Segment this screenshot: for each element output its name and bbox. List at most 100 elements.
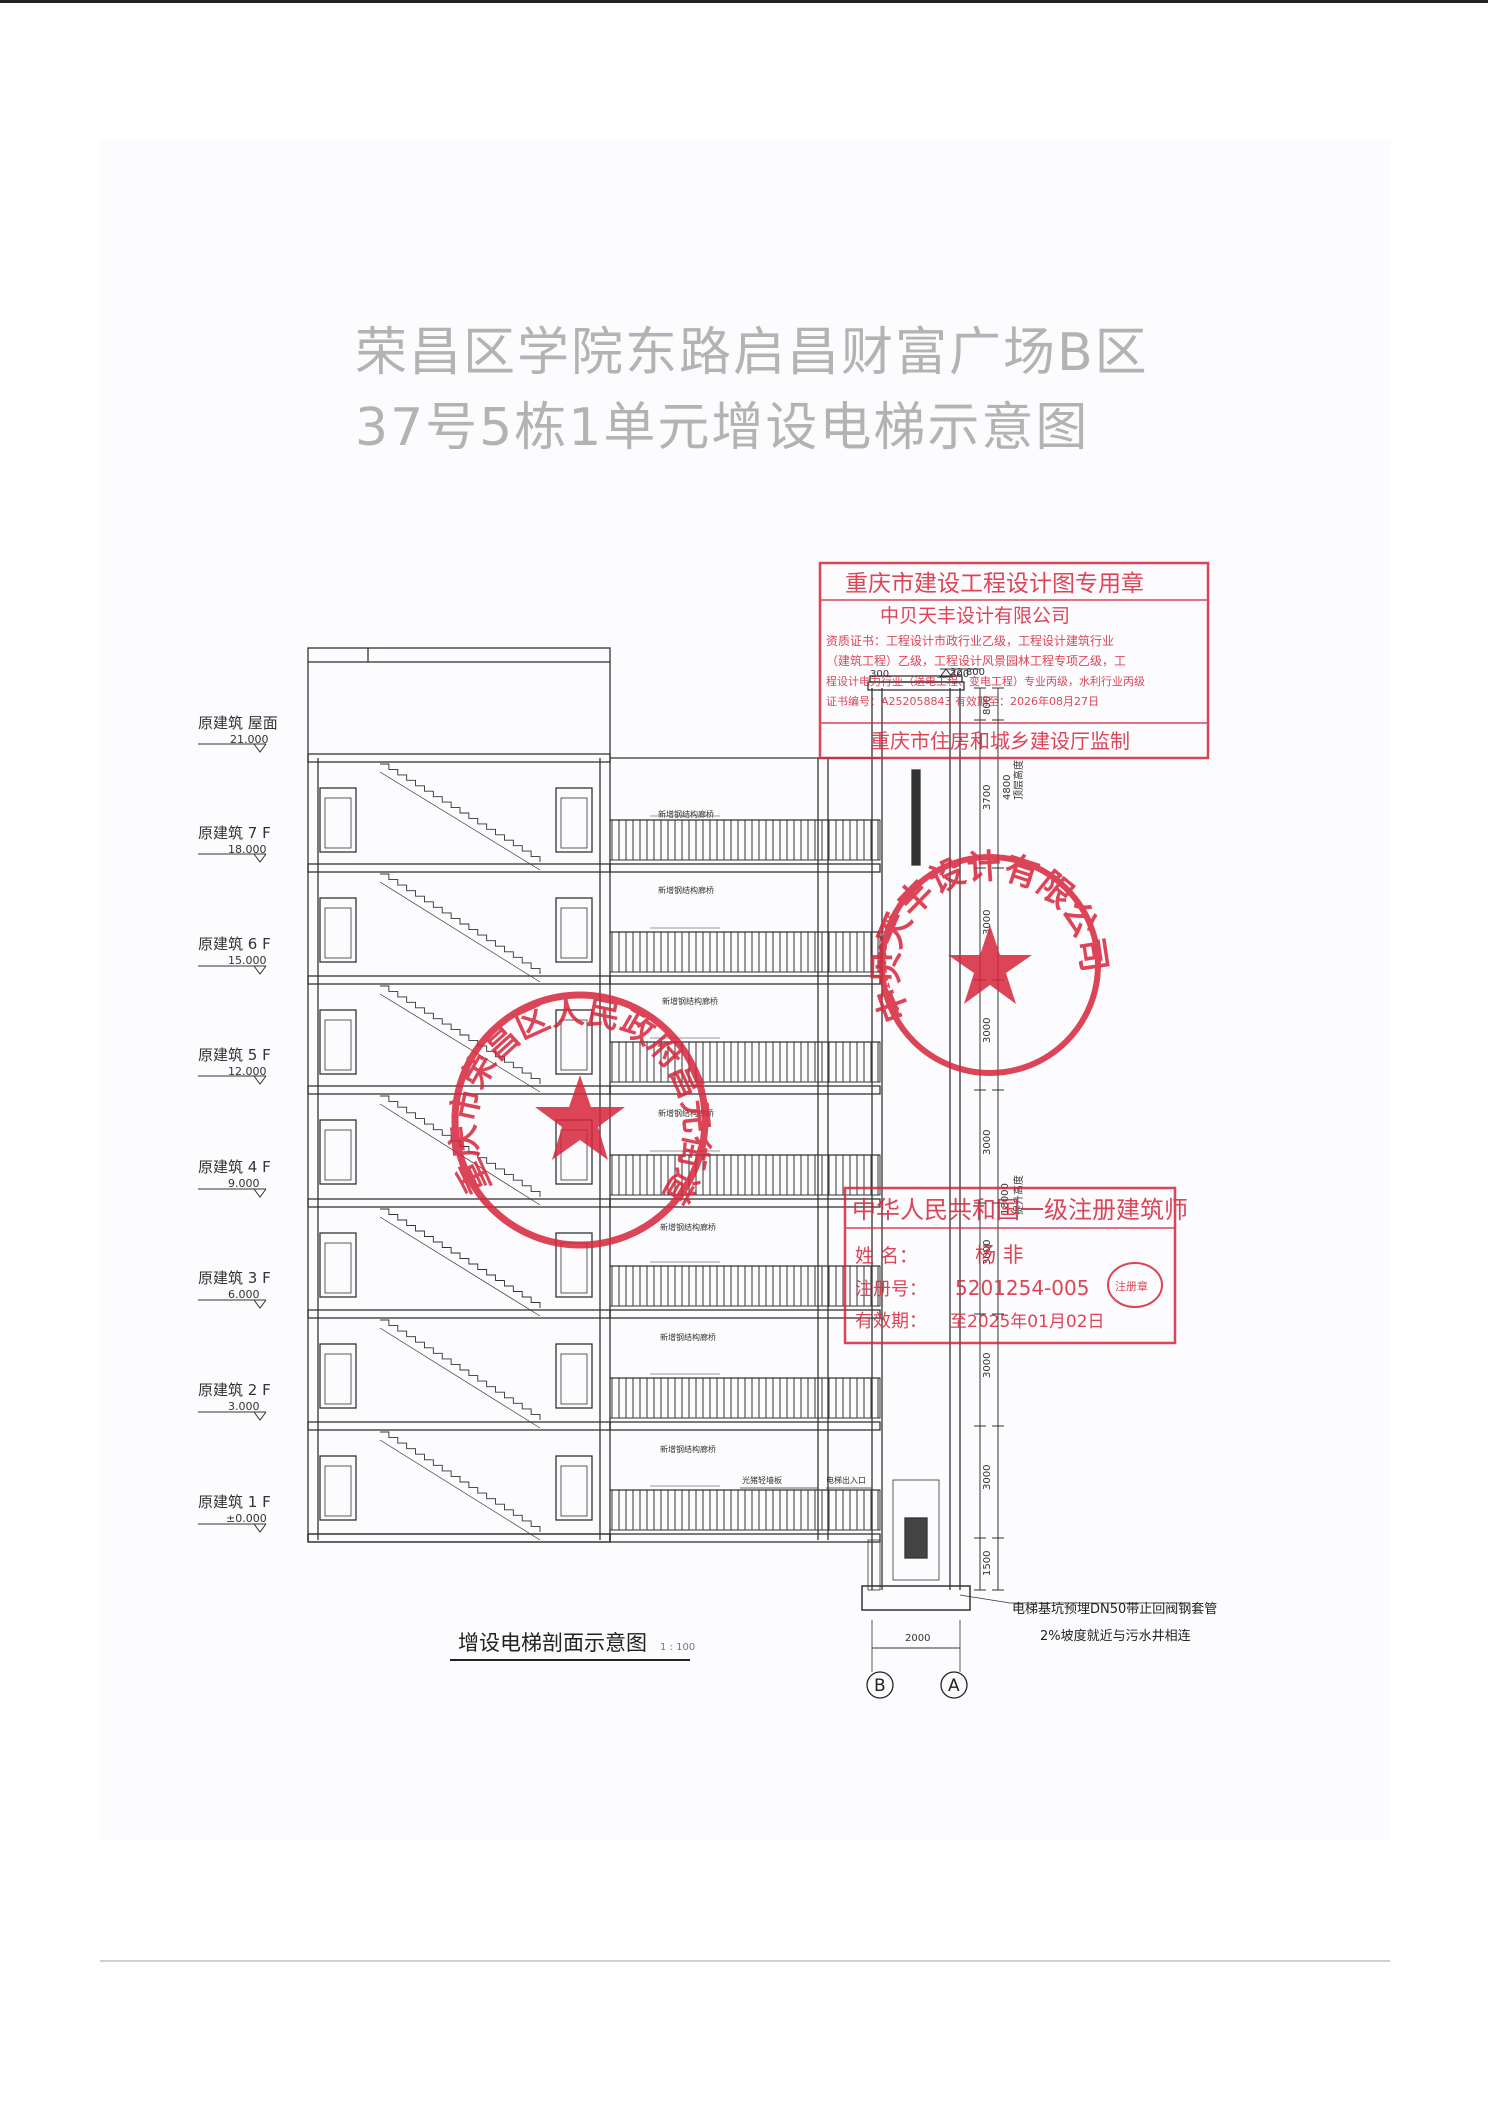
elevator-car bbox=[892, 1479, 940, 1581]
floor-label-6f: 原建筑 6 F bbox=[198, 935, 271, 953]
architect-small-seal: 注册章 bbox=[1115, 1279, 1148, 1293]
door-right bbox=[555, 1343, 593, 1409]
floor-1: 原建筑 1 F ±0.000 bbox=[198, 1493, 271, 1525]
floor-elevation-roof: 21.000 bbox=[230, 733, 269, 746]
floor-slab bbox=[307, 753, 611, 763]
window-left-inner bbox=[324, 797, 352, 849]
level-marker bbox=[253, 965, 267, 975]
architect-valid: 至2025年01月02日 bbox=[950, 1312, 1105, 1332]
dim-3000-e: 3000 bbox=[982, 1353, 993, 1378]
door-right-inner bbox=[560, 1019, 588, 1071]
axis-b-label: B bbox=[874, 1676, 886, 1696]
window-left-inner bbox=[324, 1129, 352, 1181]
floor-6: 原建筑 6 F 15.000 bbox=[198, 935, 271, 967]
architect-reg-no: 5201254-005 bbox=[955, 1276, 1089, 1300]
caption-scale: 1 : 100 bbox=[660, 1642, 695, 1653]
corridor-railing bbox=[609, 1154, 881, 1196]
counterweight bbox=[904, 1517, 928, 1559]
floor-labels: 原建筑 屋面 21.000 原建筑 7 F 18.000 原建筑 6 F 15.… bbox=[198, 714, 278, 1525]
dim-width: 2000 bbox=[905, 1633, 930, 1644]
roof-parapet bbox=[307, 647, 611, 663]
corridor-railing bbox=[609, 1265, 881, 1307]
scanned-sheet bbox=[100, 140, 1390, 1840]
window-left-inner bbox=[324, 907, 352, 959]
architect-header: 中华人民共和国一级注册建筑师 bbox=[852, 1196, 1188, 1224]
window-left bbox=[319, 1232, 357, 1298]
floor-label-7f: 原建筑 7 F bbox=[198, 824, 271, 842]
stamp-design-line-3: 程设计电力行业（送电工程、变电工程）专业丙级，水利行业丙级 bbox=[826, 674, 1145, 688]
stamp-design-header: 重庆市建设工程设计图专用章 bbox=[845, 571, 1144, 597]
level-marker bbox=[253, 1188, 267, 1198]
stair-flight bbox=[380, 763, 541, 862]
stamp-design-line-2: （建筑工程）乙级，工程设计风景园林工程专项乙级，工 bbox=[826, 653, 1126, 668]
corridor-slab bbox=[609, 1309, 881, 1319]
floor-elevation-1f: ±0.000 bbox=[226, 1512, 267, 1525]
corridor-slab bbox=[609, 1533, 881, 1543]
stair-flight bbox=[380, 1319, 541, 1420]
floor-slab bbox=[307, 863, 611, 873]
dim-3000-b: 3000 bbox=[982, 1018, 993, 1043]
architect-reg-label: 注册号： bbox=[855, 1279, 927, 1300]
axis-a-label: A bbox=[948, 1676, 960, 1696]
door-cable bbox=[911, 769, 921, 866]
floor-7: 原建筑 7 F 18.000 bbox=[198, 824, 271, 856]
corridor-slab bbox=[609, 863, 881, 873]
drawing-title-line-1: 荣昌区学院东路启昌财富广场B区 bbox=[355, 323, 1149, 383]
floor-slab bbox=[307, 975, 611, 985]
gov-seal-star-icon bbox=[535, 1075, 625, 1160]
floor-3: 原建筑 3 F 6.000 bbox=[198, 1269, 271, 1301]
floor-label-4f: 原建筑 4 F bbox=[198, 1158, 271, 1176]
corridor-note-6f: 新增钢结构廊桥 bbox=[658, 885, 714, 895]
gov-seal-name: 重庆市荣昌区人民政府昌元街道办事处 bbox=[0, 0, 717, 1211]
pit-slab bbox=[861, 1585, 971, 1611]
dim-total: 18000 bbox=[1000, 1183, 1011, 1215]
corridor-slab bbox=[609, 1198, 881, 1208]
caption-text: 增设电梯剖面示意图 bbox=[458, 1631, 647, 1655]
top-edge-rule bbox=[0, 0, 1488, 3]
door-right-inner bbox=[560, 1353, 588, 1405]
pit-note-line-2: 2%坡度就近与污水井相连 bbox=[1040, 1628, 1191, 1644]
corridor-slab bbox=[609, 975, 881, 985]
stamp-design-footer: 重庆市住房和城乡建设厅监制 bbox=[870, 729, 1130, 753]
stair-flight bbox=[380, 1431, 541, 1532]
door-right bbox=[555, 1009, 593, 1075]
stamp-design-line-1: 资质证书：工程设计市政行业乙级，工程设计建筑行业 bbox=[826, 633, 1114, 648]
window-left bbox=[319, 1455, 357, 1521]
drawing-caption: 增设电梯剖面示意图 1 : 100 bbox=[450, 1631, 695, 1661]
window-left bbox=[319, 787, 357, 853]
corridor-note-7f: 新增钢结构廊桥 bbox=[658, 809, 714, 819]
floor-slab bbox=[307, 1421, 611, 1431]
corridor-railing bbox=[609, 819, 881, 861]
seal-star-icon bbox=[948, 925, 1032, 1004]
level-marker bbox=[253, 853, 267, 863]
bottom-edge-rule bbox=[100, 1960, 1390, 1962]
window-left-inner bbox=[324, 1353, 352, 1405]
pit-wall bbox=[867, 1539, 881, 1591]
floor-elevation-7f: 18.000 bbox=[228, 843, 267, 856]
dim-overrun: 800 bbox=[982, 696, 993, 715]
window-left bbox=[319, 1343, 357, 1409]
corridor-railing bbox=[609, 1377, 881, 1419]
pit-note-line-1: 电梯基坑预埋DN50带止回阀钢套管 bbox=[1012, 1601, 1217, 1617]
light-wall-note: 光猪轻墙板 bbox=[742, 1475, 782, 1485]
top-elevation-label: 22.800 bbox=[950, 667, 985, 678]
level-marker bbox=[253, 743, 267, 753]
corridor-railing bbox=[609, 1041, 881, 1083]
stamp-design-company: 中贝天丰设计有限公司 bbox=[880, 605, 1070, 627]
architect-name-label: 姓 名： bbox=[855, 1245, 918, 1267]
dim-3000-d: 3000 bbox=[982, 1240, 993, 1265]
floor-label-5f: 原建筑 5 F bbox=[198, 1046, 271, 1064]
architect-registration-stamp: 中华人民共和国一级注册建筑师 姓 名： 杨 非 注册号： 5201254-005… bbox=[843, 1186, 1188, 1345]
lift-height-label: 提升高度 bbox=[1012, 1175, 1025, 1215]
floor-label-1f: 原建筑 1 F bbox=[198, 1493, 271, 1511]
corridor-note-1f: 新增钢结构廊桥 bbox=[660, 1444, 716, 1454]
corridor-slab bbox=[609, 1085, 881, 1095]
door-right-inner bbox=[560, 907, 588, 959]
axis-markers: B A bbox=[866, 1671, 968, 1699]
level-marker bbox=[253, 1411, 267, 1421]
floor-label-2f: 原建筑 2 F bbox=[198, 1381, 271, 1399]
design-certificate-stamp: 重庆市建设工程设计图专用章 中贝天丰设计有限公司 资质证书：工程设计市政行业乙级… bbox=[818, 561, 1210, 760]
corridor-railing bbox=[609, 931, 881, 973]
dim-3000-c: 3000 bbox=[982, 1130, 993, 1155]
